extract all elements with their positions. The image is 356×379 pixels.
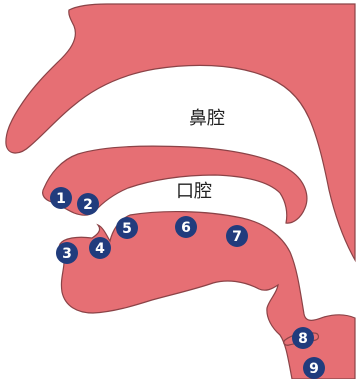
marker-6: 6 (175, 216, 197, 238)
marker-1: 1 (50, 187, 72, 209)
marker-8-label: 8 (298, 331, 308, 347)
marker-3-label: 3 (62, 246, 72, 262)
marker-8: 8 (292, 327, 314, 349)
marker-1-label: 1 (56, 191, 66, 207)
marker-7-label: 7 (232, 229, 242, 245)
marker-4-label: 4 (95, 241, 105, 257)
marker-5-label: 5 (122, 221, 132, 237)
marker-9: 9 (303, 357, 325, 379)
marker-4: 4 (89, 237, 111, 259)
marker-9-label: 9 (309, 361, 319, 377)
marker-6-label: 6 (181, 220, 191, 236)
oral-cavity-label: 口腔 (176, 181, 212, 202)
nasal-cavity-label: 鼻腔 (189, 108, 225, 129)
marker-2-label: 2 (83, 197, 93, 213)
marker-3: 3 (56, 242, 78, 264)
marker-5: 5 (116, 217, 138, 239)
tongue-jaw-shape (59, 212, 355, 379)
marker-2: 2 (77, 193, 99, 215)
marker-7: 7 (226, 225, 248, 247)
